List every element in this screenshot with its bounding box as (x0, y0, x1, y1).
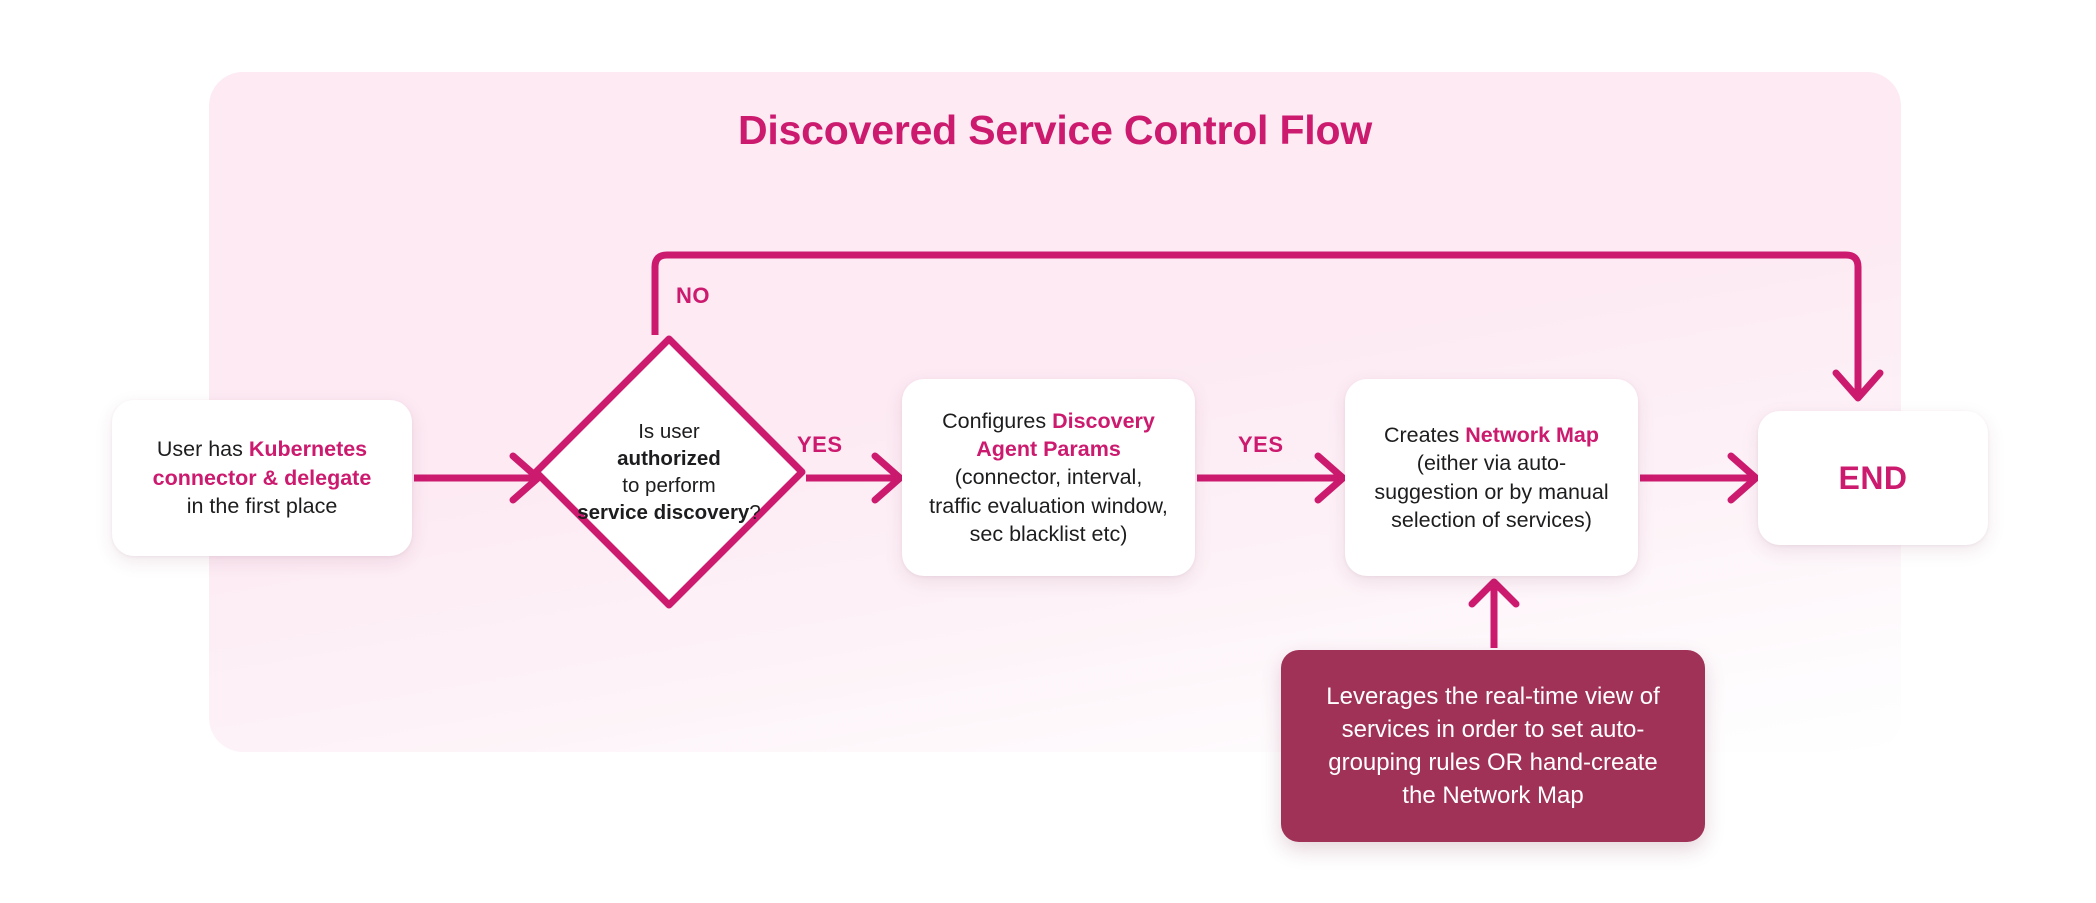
text-run-highlight: Discovery (1052, 408, 1155, 433)
node-start-label: User has Kubernetes connector & delegate… (128, 435, 396, 520)
text-run: User has (156, 437, 249, 462)
text-run-highlight: connector & delegate (152, 465, 372, 490)
edge-label-no: NO (676, 283, 710, 308)
text-run: Leverages the real-time view of (1326, 682, 1660, 710)
node-end[interactable]: END (1758, 411, 1988, 545)
node-decision-label: Is user authorized to perform service di… (569, 418, 769, 526)
diamond-shape-icon (532, 335, 806, 609)
text-run: Configures (942, 408, 1053, 433)
node-end-label: END (1838, 459, 1908, 496)
text-run: in the first place (186, 494, 338, 519)
text-run: traffic evaluation window, (929, 493, 1168, 518)
edge-label-yes-1: YES (797, 432, 843, 457)
edge-label-yes-2: YES (1238, 432, 1284, 457)
node-configure-discovery-agent-params[interactable]: Configures Discovery Agent Params (conne… (902, 379, 1195, 576)
text-run-highlight: service discovery (577, 501, 750, 525)
text-run-highlight: Kubernetes (248, 437, 368, 462)
node-decision[interactable]: Is user authorized to perform service di… (530, 333, 808, 611)
text-run: services in order to set auto- (1341, 715, 1645, 743)
text-run: (either via auto- (1416, 451, 1567, 476)
text-run-highlight: authorized (617, 446, 721, 470)
node-creates-network-map[interactable]: Creates Network Map (either via auto- su… (1345, 379, 1638, 576)
text-run: (connector, interval, (954, 465, 1143, 490)
text-run-highlight: Network Map (1465, 422, 1600, 447)
node-start[interactable]: User has Kubernetes connector & delegate… (112, 400, 412, 556)
text-run: selection of services) (1391, 507, 1592, 532)
node-map-label: Creates Network Map (either via auto- su… (1361, 421, 1622, 535)
text-run: Is user (638, 419, 700, 443)
text-run: sec blacklist etc) (969, 522, 1128, 547)
text-run: Creates (1383, 422, 1466, 447)
text-run: grouping rules OR hand-create (1328, 749, 1658, 776)
page-title: Discovered Service Control Flow (737, 107, 1373, 153)
text-run: ? (749, 501, 761, 525)
node-note-label: Leverages the real-time view of services… (1326, 680, 1660, 812)
text-run: the Network Map (1402, 782, 1584, 810)
text-run: suggestion or by manual (1374, 479, 1609, 504)
text-run: to perform (622, 474, 716, 497)
text-run-highlight: Agent Params (976, 436, 1121, 461)
node-config-label: Configures Discovery Agent Params (conne… (918, 407, 1179, 549)
node-annotation-network-map[interactable]: Leverages the real-time view of services… (1281, 650, 1705, 842)
